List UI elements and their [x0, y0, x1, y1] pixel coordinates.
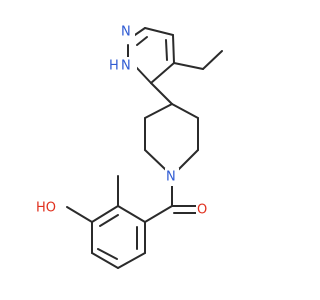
bond-piperidine-c1-c2	[150, 82, 173, 105]
bond-benzene-3-4	[91, 252, 119, 269]
bond-benzene-5-6	[91, 205, 119, 223]
chemical-structure: N H N N O HO	[36, 23, 223, 269]
atom-o1-bg	[196, 201, 210, 219]
atom-nh-h-label: H	[109, 59, 119, 74]
bond-piperidine-c4-n	[177, 149, 199, 171]
atom-n1-bg	[121, 23, 135, 41]
atom-n1-label: N	[121, 25, 131, 40]
bond-carbonyl-aryl	[144, 205, 173, 223]
atom-o2-label: HO	[36, 201, 56, 216]
atom-o2-bg	[36, 199, 66, 217]
bond-benzene-6-1	[117, 205, 146, 223]
bond-piperidine-n-c5	[144, 149, 167, 171]
atom-o1-label: O	[197, 203, 207, 218]
bond-ethyl-2	[202, 50, 223, 70]
bond-pyrazole-c6-n1	[135, 66, 152, 84]
atom-n3-label: N	[166, 170, 176, 185]
bond-benzene-3-4-double	[97, 248, 118, 260]
bond-piperidine-c2-c3	[171, 103, 199, 119]
bond-pyrazole-c5-c6	[150, 62, 175, 84]
bond-ethyl-1	[173, 62, 204, 70]
bond-benzene-5-6-double	[99, 214, 119, 227]
atom-nh-n-label: N	[121, 59, 131, 74]
bond-piperidine-c6-c2	[144, 103, 173, 119]
bond-pyrazole-c4-c5	[172, 34, 175, 64]
bond-pyrazole-c4-c5-double	[165, 39, 168, 61]
bond-hydroxyl	[66, 206, 93, 223]
atom-nh-bg	[107, 57, 137, 75]
atom-n3-bg	[165, 168, 179, 186]
bond-benzene-2-3	[117, 252, 146, 269]
bond-pyrazole-c3-c4	[144, 27, 174, 36]
bond-pyrazole-n2-c3-double	[136, 36, 148, 46]
